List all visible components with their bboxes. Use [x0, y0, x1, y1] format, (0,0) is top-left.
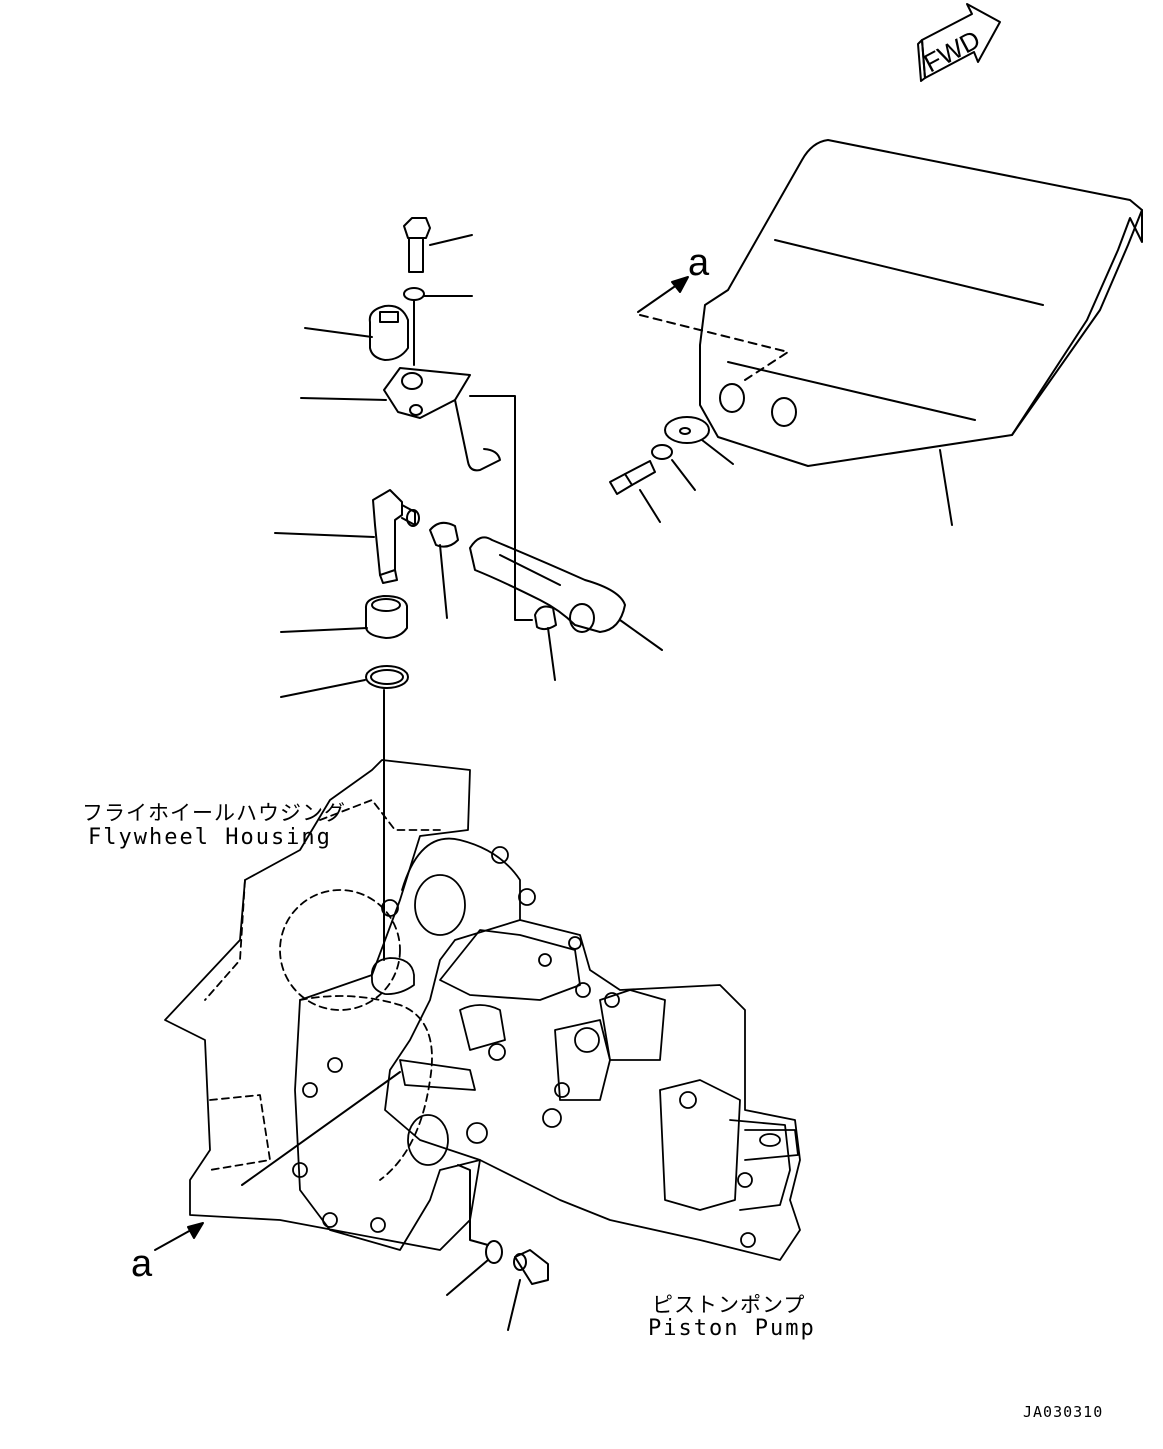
washer	[403, 287, 473, 366]
callout-a-top-text: a	[688, 242, 710, 284]
guide-line	[241, 1071, 401, 1186]
cover-bolt	[609, 460, 661, 523]
view-arrow-a-bottom	[154, 1222, 204, 1251]
elbow-fitting	[274, 489, 420, 584]
adapter	[280, 595, 408, 639]
hose	[469, 536, 663, 651]
flywheel-housing	[164, 759, 536, 1251]
hose-clamp-2	[469, 395, 557, 681]
fwd-text: FWD	[919, 24, 985, 78]
drawing-code: JA030310	[1023, 1403, 1104, 1421]
bolt	[403, 217, 473, 273]
cover-mounting-washer	[664, 416, 734, 465]
fwd-arrow-icon: FWD	[917, 3, 1001, 82]
flywheel-housing-label-en: Flywheel Housing	[88, 825, 332, 850]
drain-plug	[507, 1249, 549, 1331]
hose-clamp	[429, 521, 459, 619]
cover-plate	[699, 139, 1143, 526]
flywheel-housing-label-jp: フライホイールハウジング	[82, 801, 346, 825]
callout-a-bottom: a	[131, 1243, 153, 1285]
o-ring	[280, 665, 409, 961]
view-arrow-a-top: a	[637, 242, 789, 381]
plug-cap	[304, 304, 409, 361]
piston-pump-label-jp: ピストンポンプ	[652, 1293, 806, 1317]
piston-pump-label-en: Piston Pump	[648, 1316, 816, 1341]
cover-lock-washer	[651, 444, 696, 491]
piston-pump	[384, 919, 801, 1261]
drain-o-ring	[446, 1164, 503, 1296]
bracket	[300, 367, 501, 472]
